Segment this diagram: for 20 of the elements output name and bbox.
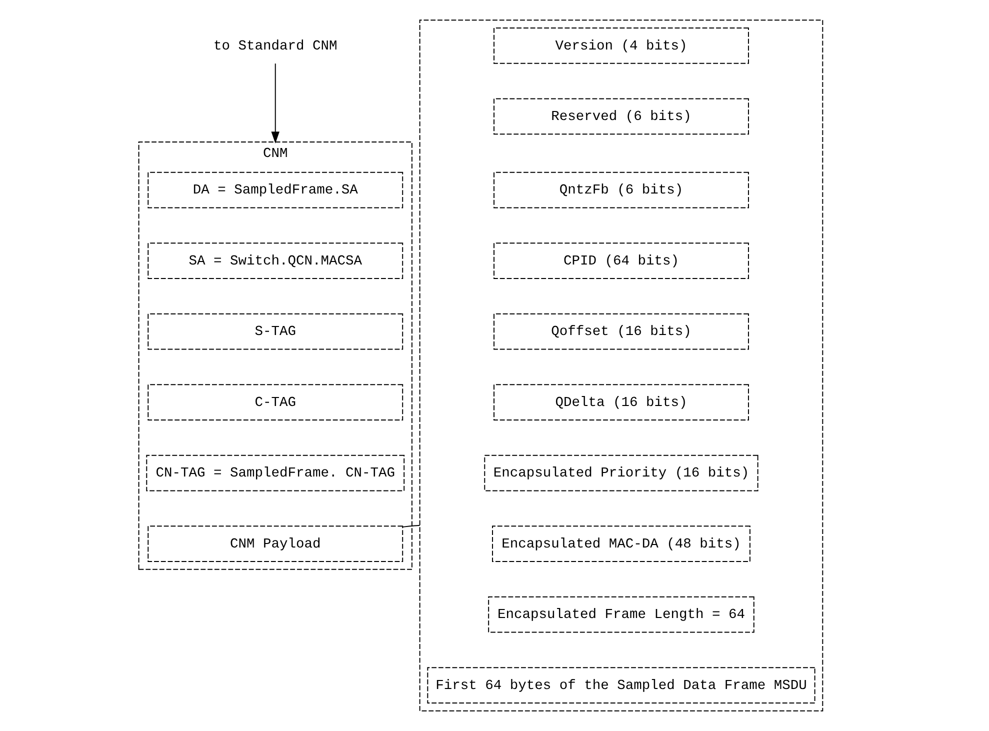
node-box: C-TAG	[148, 384, 404, 421]
node-box: S-TAG	[148, 313, 404, 350]
cluster	[419, 20, 824, 712]
node-box: First 64 bytes of the Sampled Data Frame MSDU	[427, 667, 816, 704]
node-box: Version (4 bits)	[494, 28, 749, 64]
node-box: Encapsulated Frame Length = 64	[488, 596, 754, 633]
arrow	[271, 63, 280, 144]
node-box: QntzFb (6 bits)	[494, 172, 749, 208]
node-box: CNM Payload	[148, 526, 404, 562]
node-text: to Standard CNM	[213, 39, 338, 54]
node-box: SA = Switch.QCN.MACSA	[148, 242, 404, 280]
node-box: Qoffset (16 bits)	[494, 313, 749, 350]
node-box: CN-TAG = SampledFrame. CN-TAG	[146, 454, 405, 492]
node-box: QDelta (16 bits)	[494, 384, 749, 421]
node-box: DA = SampledFrame.SA	[148, 172, 404, 208]
node-box: Encapsulated Priority (16 bits)	[484, 454, 758, 492]
node-box: CPID (64 bits)	[494, 242, 749, 280]
connector	[402, 524, 420, 528]
node-box: Reserved (6 bits)	[494, 98, 749, 135]
node-box: Encapsulated MAC-DA (48 bits)	[492, 526, 750, 562]
